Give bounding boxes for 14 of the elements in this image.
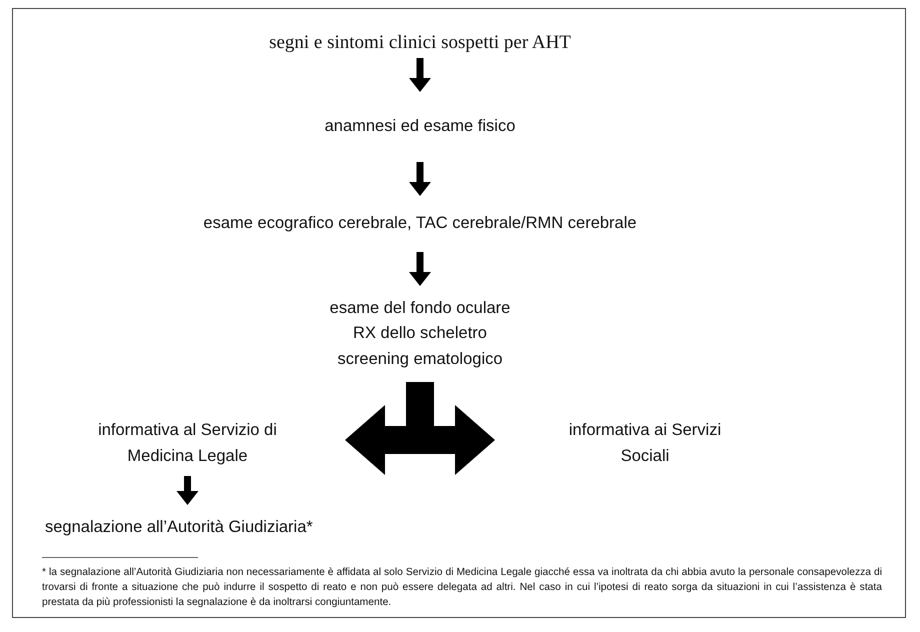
arrow [409, 58, 431, 92]
arrow [176, 476, 198, 505]
step-text: screening ematologico [337, 348, 503, 370]
step-text: informativa ai Servizi Sociali [568, 420, 722, 467]
step-text: esame del fondo oculare [330, 298, 510, 319]
step-text: segni e sintomi clinici sospetti per AHT [269, 31, 571, 56]
step-text: esame ecografico cerebrale, TAC cerebrale/RMN cerebrale [203, 213, 637, 234]
arrow [409, 162, 431, 196]
step-text: RX dello scheletro [353, 323, 487, 344]
step-text: informativa al Servizio di Medicina Legale [97, 420, 278, 467]
footnote: * la segnalazione all’Autorità Giudiziaria non necessariamente è affidata al solo Servizio di Medicina Legale giacché essa va inoltrata da chi abbia avuto la personale consapevolezza di trovarsi di fronte a situazione che può indurre il sospetto di reato e non può essere delegata ad altri. Nel caso in cui l’ipotesi di reato sorga da situazioni in cui l’assistenza è stata prestata da più professionisti la segnalazione è da inoltrarsi congiuntamente. [42, 566, 882, 610]
step-text: segnalazione all’Autorità Giudiziaria* [45, 517, 313, 538]
arrow [409, 252, 431, 286]
step-text: anamnesi ed esame fisico [324, 116, 516, 138]
